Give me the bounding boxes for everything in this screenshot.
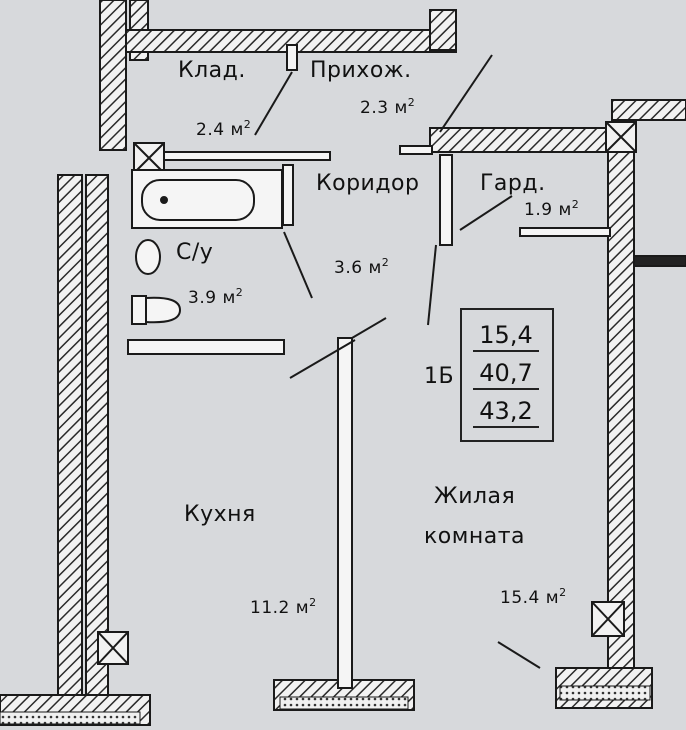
room-area-living: 15.4 м2: [500, 586, 567, 608]
apartment-area-box: [460, 308, 554, 442]
doors: [254, 54, 541, 669]
partition-bath-v: [282, 164, 294, 226]
wall-left-outer: [57, 174, 83, 696]
radiator-2: [559, 685, 651, 701]
radiator-1: [279, 696, 409, 710]
radiator-3: [0, 711, 141, 725]
apartment-living-area: 15,4: [473, 320, 539, 352]
room-name-kitchen: Кухня: [184, 502, 256, 527]
partition-kitchen-v: [337, 337, 353, 689]
room-name-storage: Клад.: [178, 58, 246, 83]
partition-corridor-v: [439, 154, 453, 246]
toilet: [131, 295, 182, 325]
room-name-living-line1: Жилая: [434, 484, 516, 509]
room-area-storage: 2.4 м2: [196, 118, 252, 140]
partition-wardrobe: [519, 227, 611, 237]
apartment-total-area-with-balcony: 43,2: [473, 396, 539, 428]
wall-left-inner: [85, 174, 109, 696]
room-name-hall: Прихож.: [310, 58, 412, 83]
apartment-total-area: 40,7: [473, 358, 539, 390]
sink: [135, 239, 161, 275]
apartment-type: 1Б: [424, 364, 455, 389]
wall-right-vertical: [607, 139, 635, 681]
room-name-wardrobe: Гард.: [480, 171, 546, 196]
partition-bath-bottom: [127, 339, 285, 355]
partition-storage: [163, 151, 331, 161]
room-name-corridor: Коридор: [316, 171, 420, 196]
shafts: [97, 121, 637, 665]
wall-top-right-stub: [429, 9, 457, 51]
wall-right-top: [611, 99, 686, 121]
wall-top-left-vertical: [99, 0, 127, 151]
room-area-hall: 2.3 м2: [360, 96, 416, 118]
partitions: [127, 44, 686, 689]
partition-storage-v: [286, 44, 298, 71]
bathtub: [131, 169, 283, 229]
partition-right: [633, 255, 686, 267]
room-name-living-line2: комната: [424, 524, 526, 549]
partition-hall-left: [399, 145, 433, 155]
room-area-corridor: 3.6 м2: [334, 256, 390, 278]
room-area-bathroom: 3.9 м2: [188, 286, 244, 308]
room-name-bathroom: С/у: [176, 240, 214, 265]
wall-corridor-top: [429, 127, 611, 153]
room-area-kitchen: 11.2 м2: [250, 596, 317, 618]
room-area-wardrobe: 1.9 м2: [524, 198, 580, 220]
